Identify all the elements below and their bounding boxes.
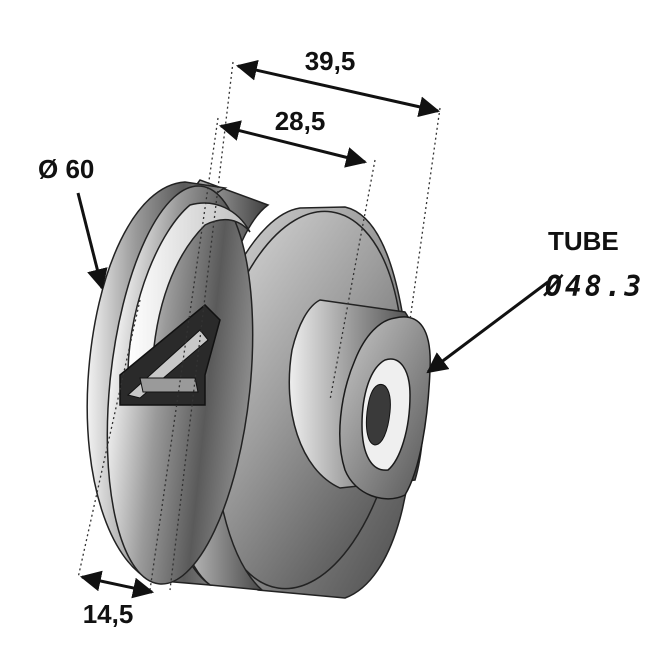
- extension-lines: [77, 61, 441, 591]
- saddle-slot: [365, 383, 391, 446]
- label-tube: TUBE: [548, 226, 619, 256]
- leader-diameter-60: [76, 192, 108, 291]
- leader-tube: [426, 280, 549, 374]
- dim-arrow-14-5: [79, 570, 155, 599]
- dim-arrow-39-5: [235, 59, 441, 118]
- label-overall-length: 39,5: [305, 46, 356, 76]
- dimension-arrows: [76, 59, 549, 599]
- rail-channel: [139, 377, 199, 393]
- label-inner-length: 28,5: [275, 106, 326, 136]
- label-flange-width: 14,5: [83, 599, 134, 629]
- clamp-part: [86, 179, 431, 599]
- dim-arrow-28-5: [218, 120, 368, 168]
- label-outer-diameter: Ø 60: [38, 154, 94, 184]
- label-tube-diameter: Ø48.3: [543, 270, 644, 303]
- slot-opening: [127, 202, 251, 373]
